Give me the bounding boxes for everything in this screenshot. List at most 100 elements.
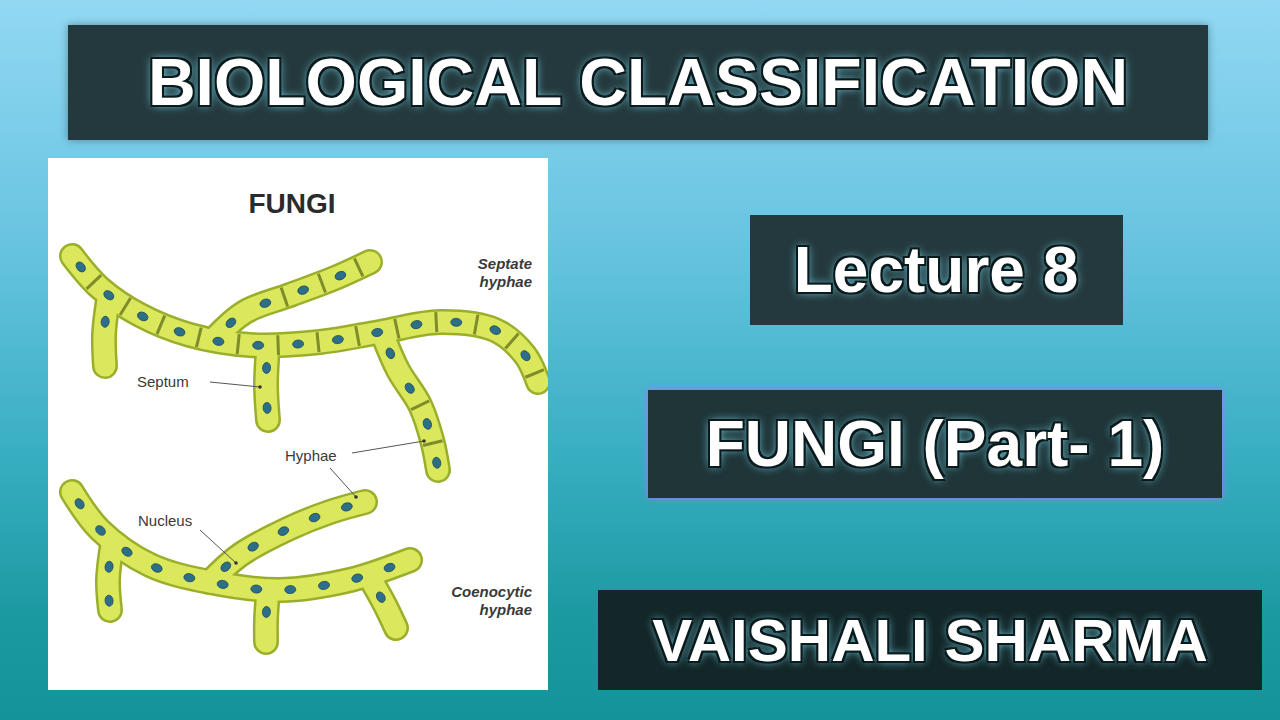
nucleus-dot bbox=[262, 362, 271, 373]
nucleus-dot bbox=[102, 289, 116, 302]
nucleus-dot bbox=[120, 545, 134, 558]
nucleus-dot bbox=[73, 497, 86, 511]
septum-wall bbox=[157, 316, 165, 334]
septum-wall bbox=[120, 298, 131, 315]
septum-wall bbox=[318, 274, 325, 293]
nucleus-dot bbox=[212, 336, 224, 346]
leader-line bbox=[210, 382, 260, 387]
hypha-outline bbox=[370, 578, 396, 628]
septum-wall bbox=[356, 326, 360, 346]
leader-line bbox=[200, 530, 236, 563]
part-label: Septum bbox=[137, 373, 189, 391]
septum-wall bbox=[423, 441, 442, 446]
hypha-outline bbox=[210, 502, 365, 582]
hypha-body bbox=[72, 256, 538, 382]
nucleus-dot bbox=[183, 573, 195, 583]
septum-wall bbox=[525, 370, 543, 378]
nucleus-dot bbox=[136, 310, 149, 322]
nucleus-dot bbox=[101, 316, 110, 328]
nucleus-dot bbox=[308, 512, 321, 523]
leader-line bbox=[352, 441, 424, 453]
nucleus-dot bbox=[403, 381, 416, 395]
hypha-outline bbox=[215, 262, 370, 338]
nucleus-dot bbox=[150, 562, 163, 574]
nucleus-dot bbox=[263, 402, 272, 414]
septum-wall bbox=[354, 258, 362, 276]
hypha-details bbox=[73, 258, 544, 617]
hypha-outline bbox=[72, 256, 538, 642]
hypha-body bbox=[215, 262, 370, 338]
nucleus-dot bbox=[519, 349, 532, 363]
nucleus-dot bbox=[384, 347, 396, 360]
nucleus-dot bbox=[340, 502, 353, 513]
hypha-body bbox=[370, 578, 396, 628]
nucleus-dot bbox=[104, 561, 113, 573]
hypha-body bbox=[104, 300, 108, 366]
septum-wall bbox=[237, 334, 239, 354]
hypha-body bbox=[210, 502, 365, 582]
nucleus-dot bbox=[332, 335, 344, 345]
hypha-body bbox=[72, 492, 410, 590]
septum-wall bbox=[474, 315, 478, 335]
nucleus-dot bbox=[251, 585, 263, 594]
lecture-box: Lecture 8 bbox=[750, 215, 1123, 325]
septum-wall bbox=[87, 275, 101, 289]
hyphae-type-label: Septate hyphae bbox=[450, 255, 532, 291]
nucleus-dot bbox=[253, 341, 264, 349]
nucleus-dot bbox=[351, 573, 364, 584]
septum-wall bbox=[411, 401, 429, 410]
nucleus-dot bbox=[219, 560, 233, 573]
hyphae-illustration bbox=[48, 158, 548, 690]
nucleus-dot bbox=[259, 298, 272, 309]
panel-title: FUNGI bbox=[248, 188, 335, 220]
nucleus-dot bbox=[285, 585, 296, 594]
nucleus-dot bbox=[334, 270, 347, 282]
nucleus-dot bbox=[432, 457, 442, 469]
nucleus-dot bbox=[74, 260, 87, 274]
nucleus-dot bbox=[277, 525, 290, 537]
topic-box: FUNGI (Part- 1) bbox=[648, 390, 1222, 498]
nucleus-dot bbox=[292, 340, 304, 349]
hypha-outline bbox=[382, 333, 438, 470]
hypha-body bbox=[382, 333, 438, 470]
part-label: Nucleus bbox=[138, 512, 192, 530]
nucleus-dot bbox=[422, 417, 433, 430]
nucleus-dot bbox=[410, 320, 422, 330]
hypha-outline bbox=[72, 256, 538, 382]
septum-wall bbox=[281, 288, 287, 307]
leader-dot bbox=[354, 495, 358, 499]
leader-dot bbox=[258, 385, 262, 389]
nucleus-dot bbox=[451, 318, 462, 327]
nucleus-dot bbox=[375, 590, 387, 603]
hypha-body bbox=[72, 256, 538, 642]
part-label: Hyphae bbox=[285, 447, 337, 465]
author-box: VAISHALI SHARMA bbox=[598, 590, 1262, 690]
nucleus-dot bbox=[217, 579, 229, 589]
leader-dot bbox=[234, 561, 238, 565]
nucleus-dot bbox=[371, 328, 383, 338]
nucleus-dot bbox=[173, 326, 186, 337]
nucleus-dot bbox=[383, 562, 396, 573]
hypha-outline bbox=[104, 300, 108, 366]
illustration-panel: FUNGI Septate hyphaeSeptumHyphaeNucleusCo… bbox=[48, 158, 548, 690]
hyphae-type-label: Coenocytic hyphae bbox=[450, 583, 532, 619]
hypha-outline bbox=[72, 492, 410, 590]
leader-dot bbox=[422, 439, 426, 443]
septum-wall bbox=[276, 335, 280, 355]
nucleus-dot bbox=[105, 595, 114, 607]
title-text: BIOLOGICAL CLASSIFICATION bbox=[148, 44, 1128, 120]
box-text: Lecture 8 bbox=[794, 233, 1079, 307]
septum-wall bbox=[317, 332, 319, 352]
box-text: FUNGI (Part- 1) bbox=[706, 407, 1165, 481]
nucleus-dot bbox=[318, 581, 330, 591]
nucleus-dot bbox=[297, 284, 310, 295]
nucleus-dot bbox=[262, 606, 271, 617]
nucleus-dot bbox=[94, 524, 107, 537]
nucleus-dot bbox=[246, 540, 260, 552]
septum-wall bbox=[434, 312, 438, 332]
nucleus-dot bbox=[224, 316, 238, 329]
nucleus-dot bbox=[489, 324, 502, 336]
septum-wall bbox=[196, 328, 201, 347]
septum-wall bbox=[505, 334, 518, 349]
